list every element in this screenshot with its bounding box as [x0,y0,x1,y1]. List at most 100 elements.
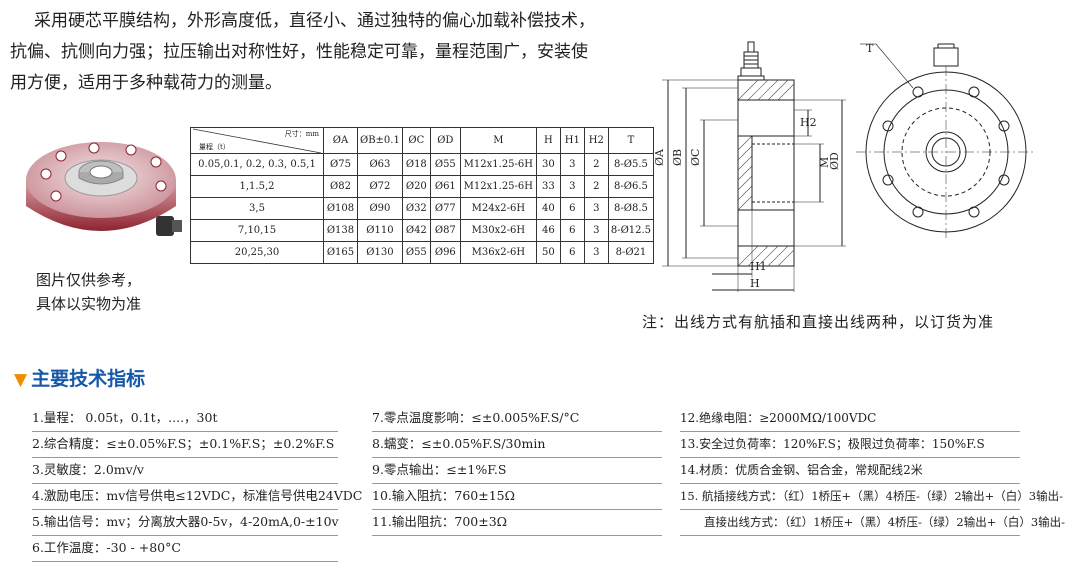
label-phi-a: ØA [653,148,666,166]
spec-item: 8.蠕变：≤±0.05%F.S/30min [372,432,662,458]
ordering-note: 注：出线方式有航插和直接出线两种，以订货为准 [642,313,995,331]
caption-line-1: 图片仅供参考， [36,271,142,289]
section-title-text: 主要技术指标 [31,368,146,390]
table-cell: Ø110 [357,219,403,242]
table-cell: 3 [583,197,609,220]
label-m: M [818,157,831,168]
table-cell: Ø87 [429,219,461,242]
spec-item: 4.激励电压：mv信号供电≤12VDC，标准信号供电24VDC [32,484,362,510]
table-cell: 2 [583,153,609,176]
table-header-cell: ØD [429,127,461,154]
table-header-cell: ØB±0.1 [357,127,403,154]
label-phi-d: ØD [828,152,841,170]
spec-item: 11.输出阻抗：700±3Ω [372,510,662,536]
table-cell: 3 [559,153,585,176]
table-cell: 8-Ø12.5 [607,219,655,242]
table-row: 3,5 Ø108 Ø90 Ø32 Ø77 M24x2-6H 40 6 3 8-Ø… [190,197,655,220]
table-cell: 7,10,15 [190,219,324,242]
table-header-cell: T [607,127,655,154]
table-cell: 1,1.5,2 [190,175,324,198]
table-cell: 6 [559,241,585,264]
table-cell: 20,25,30 [190,241,324,264]
intro-paragraph: 采用硬芯平膜结构，外形高度低，直径小、通过独特的偏心加载补偿技术， 抗偏、抗侧向… [10,6,650,99]
table-corner-cell: 尺寸：mm 量程（t） [190,127,324,154]
table-cell: 33 [535,175,561,198]
spec-item: 9.零点输出：≤±1%F.S [372,458,662,484]
table-header-cell: H2 [583,127,609,154]
table-cell: M36x2-6H [459,241,537,264]
spec-item: 直接出线方式：（红）1桥压+（黑）4桥压-（绿）2输出+（白）3输出- [680,510,1065,536]
spec-column-1: 1.量程： 0.05t，0.1t，....，30t 2.综合精度：≤±0.05%… [32,406,362,562]
table-header-row: 尺寸：mm 量程（t） ØA ØB±0.1 ØC ØD M H H1 H2 T [190,127,655,154]
table-cell: Ø165 [323,241,358,264]
spec-item: 15. 航插接线方式：（红）1桥压+（黑）4桥压-（绿）2输出+（白）3输出- [680,484,1063,510]
table-cell: 3,5 [190,197,324,220]
spec-item: 2.综合精度：≤±0.05%F.S；±0.1%F.S；±0.2%F.S [32,432,338,458]
photo-caption: 图片仅供参考， 具体以实物为准 [36,268,141,316]
table-cell: M30x2-6H [459,219,537,242]
spec-item: 6.工作温度：-30 - +80°C [32,536,338,562]
table-header-cell: H [535,127,561,154]
spec-item: 1.量程： 0.05t，0.1t，....，30t [32,406,338,432]
table-cell: Ø32 [401,197,431,220]
intro-line-3: 用方便，适用于多种载荷力的测量。 [10,73,282,93]
table-row: 20,25,30 Ø165 Ø130 Ø55 Ø96 M36x2-6H 50 6… [190,241,655,264]
table-cell: 3 [559,175,585,198]
table-header-cell: ØC [401,127,431,154]
table-cell: 6 [559,219,585,242]
spec-item: 12.绝缘电阻：≥2000MΩ/100VDC [680,406,1020,432]
table-header-cell: ØA [323,127,358,154]
intro-line-2: 抗偏、抗侧向力强；拉压输出对称性好，性能稳定可靠，量程范围广，安装使 [10,42,588,62]
table-cell: Ø108 [323,197,358,220]
table-cell: 46 [535,219,561,242]
mounting-holes [882,86,1010,218]
table-row: 1,1.5,2 Ø82 Ø72 Ø20 Ø61 M12x1.25-6H 33 3… [190,175,655,198]
table-cell: Ø77 [429,197,461,220]
corner-range-label: 量程（t） [199,142,230,151]
table-cell: 30 [535,153,561,176]
table-cell: Ø96 [429,241,461,264]
table-row: 0.05,0.1, 0.2, 0.3, 0.5,1 Ø75 Ø63 Ø18 Ø5… [190,153,655,176]
table-cell: M12x1.25-6H [459,175,537,198]
table-cell: Ø130 [357,241,403,264]
label-h: H [750,277,760,290]
table-row: 7,10,15 Ø138 Ø110 Ø42 Ø87 M30x2-6H 46 6 … [190,219,655,242]
table-cell: Ø75 [323,153,358,176]
spec-item: 13.安全过负荷率：120%F.S；极限过负荷率：150%F.S [680,432,1020,458]
side-section-drawing: ØA ØB ØC M ØD H2 H1 H [653,41,846,292]
table-header-cell: M [459,127,537,154]
table-cell: M12x1.25-6H [459,153,537,176]
table-cell: Ø55 [401,241,431,264]
table-cell: 8-Ø21 [607,241,655,264]
spec-item: 3.灵敏度：2.0mv/v [32,458,338,484]
label-phi-b: ØB [671,149,684,166]
section-title: ▼主要技术指标 [14,364,145,391]
table-cell: 3 [583,219,609,242]
triangle-icon: ▼ [14,370,28,390]
spec-column-3: 12.绝缘电阻：≥2000MΩ/100VDC 13.安全过负荷率：120%F.S… [680,406,1065,536]
table-cell: 40 [535,197,561,220]
label-h2: H2 [800,116,817,129]
table-cell: Ø61 [429,175,461,198]
table-cell: 2 [583,175,609,198]
spec-item: 7.零点温度影响：≤±0.005%F.S/°C [372,406,662,432]
spec-column-2: 7.零点温度影响：≤±0.005%F.S/°C 8.蠕变：≤±0.05%F.S/… [372,406,662,536]
label-t: T [866,42,874,55]
table-cell: Ø63 [357,153,403,176]
table-cell: Ø138 [323,219,358,242]
table-cell: 0.05,0.1, 0.2, 0.3, 0.5,1 [190,153,324,176]
corner-dimension-unit: 尺寸：mm [284,129,319,138]
caption-line-2: 具体以实物为准 [36,295,142,313]
table-cell: 8-Ø6.5 [607,175,655,198]
label-phi-c: ØC [689,149,702,166]
spec-item: 5.输出信号：mv；分离放大器0-5v，4-20mA,0-±10v [32,510,339,536]
table-cell: 3 [583,241,609,264]
top-view-drawing: T [856,42,1036,240]
spec-item: 10.输入阻抗：760±15Ω [372,484,662,510]
intro-line-1: 采用硬芯平膜结构，外形高度低，直径小、通过独特的偏心加载补偿技术， [34,11,595,31]
table-cell: Ø90 [357,197,403,220]
table-cell: Ø20 [401,175,431,198]
table-cell: Ø42 [401,219,431,242]
table-cell: Ø18 [401,153,431,176]
table-cell: 8-Ø8.5 [607,197,655,220]
